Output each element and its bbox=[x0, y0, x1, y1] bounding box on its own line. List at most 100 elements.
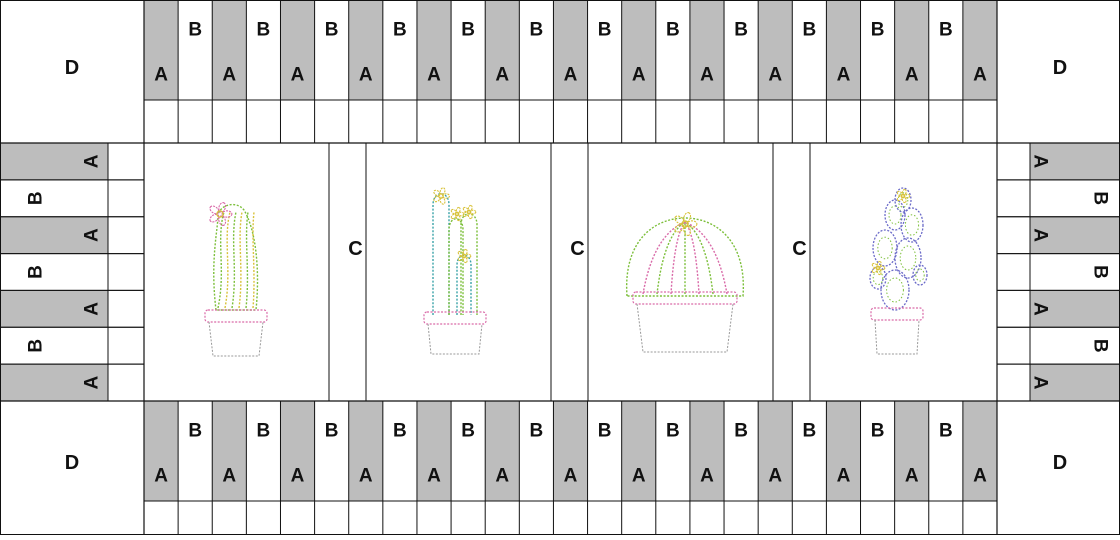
cactus-rib bbox=[642, 221, 686, 295]
flower-petal bbox=[450, 208, 457, 215]
cactus-pad-dots bbox=[915, 268, 925, 282]
bottom-strip-a-fill bbox=[553, 401, 588, 501]
top-strip-a-fill bbox=[553, 0, 588, 100]
flower-center bbox=[461, 253, 467, 259]
top-label-a: A bbox=[222, 65, 236, 86]
bottom-label-b: B bbox=[598, 421, 612, 442]
flower-petal bbox=[209, 205, 220, 215]
top-label-a: A bbox=[291, 65, 305, 86]
top-strip-a-fill bbox=[689, 0, 725, 100]
top-label-b: B bbox=[257, 20, 271, 41]
bottom-label-b: B bbox=[939, 421, 953, 442]
bottom-label-b: B bbox=[461, 421, 475, 442]
block-2-cactus bbox=[423, 187, 487, 355]
cactus-pad-dots bbox=[904, 214, 920, 236]
flower-petal bbox=[674, 223, 685, 233]
top-label-b: B bbox=[530, 20, 544, 41]
bottom-label-a: A bbox=[154, 466, 168, 487]
strip-layer bbox=[0, 0, 1120, 501]
sashing-label-c: C bbox=[348, 238, 362, 260]
flower-center bbox=[900, 193, 906, 199]
bottom-label-b: B bbox=[530, 421, 544, 442]
bottom-label-a: A bbox=[427, 466, 441, 487]
cactus-rib bbox=[252, 211, 255, 309]
flower-petal bbox=[450, 213, 457, 220]
left-notch-cell bbox=[108, 290, 144, 328]
bottom-strip-a-fill bbox=[144, 401, 179, 501]
pot-body bbox=[874, 319, 920, 355]
bottom-label-a: A bbox=[495, 466, 509, 487]
pot-body bbox=[636, 303, 734, 353]
sashing-label-c: C bbox=[792, 238, 806, 260]
flower-petal bbox=[462, 211, 469, 218]
flower-petal bbox=[674, 215, 685, 225]
left-notch-cell bbox=[108, 216, 144, 254]
top-strip-a-fill bbox=[826, 0, 861, 100]
flower-petal bbox=[686, 220, 698, 228]
top-strip-a-fill bbox=[280, 0, 315, 100]
cactus-pad-dots bbox=[886, 277, 904, 303]
bottom-strip-a-fill bbox=[689, 401, 725, 501]
flower-petal bbox=[218, 215, 227, 226]
bottom-strip-a-fill bbox=[280, 401, 315, 501]
top-strip-a-fill bbox=[212, 0, 247, 100]
flower-petal bbox=[683, 225, 692, 236]
top-strip-a-fill bbox=[894, 0, 929, 100]
bottom-label-a: A bbox=[222, 466, 236, 487]
flower-petal bbox=[876, 260, 882, 268]
flower-petal bbox=[439, 187, 446, 196]
top-strip-a-fill bbox=[758, 0, 793, 100]
cactus-pad bbox=[880, 269, 910, 311]
bottom-label-a: A bbox=[905, 466, 919, 487]
pot-rim bbox=[870, 307, 924, 321]
top-label-a: A bbox=[495, 65, 509, 86]
flower-petal bbox=[871, 262, 878, 269]
flower-petal bbox=[871, 267, 878, 274]
top-label-b: B bbox=[188, 20, 202, 41]
left-label-a: A bbox=[82, 375, 103, 389]
block-3-cactus bbox=[626, 212, 744, 353]
left-label-a: A bbox=[82, 302, 103, 316]
bottom-strip-a-fill bbox=[621, 401, 656, 501]
flower-center bbox=[681, 220, 689, 228]
corner-label-bottom-left: D bbox=[65, 452, 79, 474]
left-label-b: B bbox=[26, 191, 47, 205]
right-label-a: A bbox=[1030, 376, 1051, 390]
left-strip-a-fill bbox=[0, 216, 108, 254]
cactus-rib bbox=[231, 211, 237, 309]
cactus-rib bbox=[224, 211, 231, 309]
bottom-label-a: A bbox=[837, 466, 851, 487]
cactus-rib bbox=[684, 221, 728, 295]
cactus-column bbox=[456, 254, 472, 315]
cactus-rib bbox=[217, 211, 225, 309]
bottom-strip-a-fill bbox=[758, 401, 793, 501]
bottom-label-b: B bbox=[188, 421, 202, 442]
flower-petal bbox=[462, 256, 468, 264]
bottom-strip-a-fill bbox=[894, 401, 929, 501]
flower-center bbox=[454, 211, 460, 217]
cactus-pad-dots bbox=[888, 205, 902, 225]
cactus-pad bbox=[872, 229, 898, 267]
pot-body bbox=[427, 323, 483, 355]
flower-center bbox=[216, 210, 224, 218]
right-notch-cell bbox=[997, 143, 1030, 180]
flower-petal bbox=[433, 189, 441, 197]
bottom-label-b: B bbox=[257, 421, 271, 442]
top-strip-a-fill bbox=[962, 0, 997, 100]
block-4-cactus bbox=[869, 187, 928, 355]
flower-petal bbox=[457, 250, 464, 257]
pot-rim bbox=[423, 311, 487, 325]
bottom-strip-a-fill bbox=[826, 401, 861, 501]
cactus-pad bbox=[894, 237, 922, 279]
pot-rim bbox=[204, 309, 268, 323]
top-label-b: B bbox=[871, 20, 885, 41]
bottom-strip-a-fill bbox=[212, 401, 247, 501]
flower-petal bbox=[683, 212, 692, 223]
cactus-pad-dots bbox=[899, 245, 917, 271]
flower-petal bbox=[433, 195, 441, 203]
bottom-strip-a-fill bbox=[348, 401, 383, 501]
cactus-pad-dots bbox=[877, 236, 893, 260]
bottom-label-a: A bbox=[359, 466, 373, 487]
bottom-label-b: B bbox=[802, 421, 816, 442]
